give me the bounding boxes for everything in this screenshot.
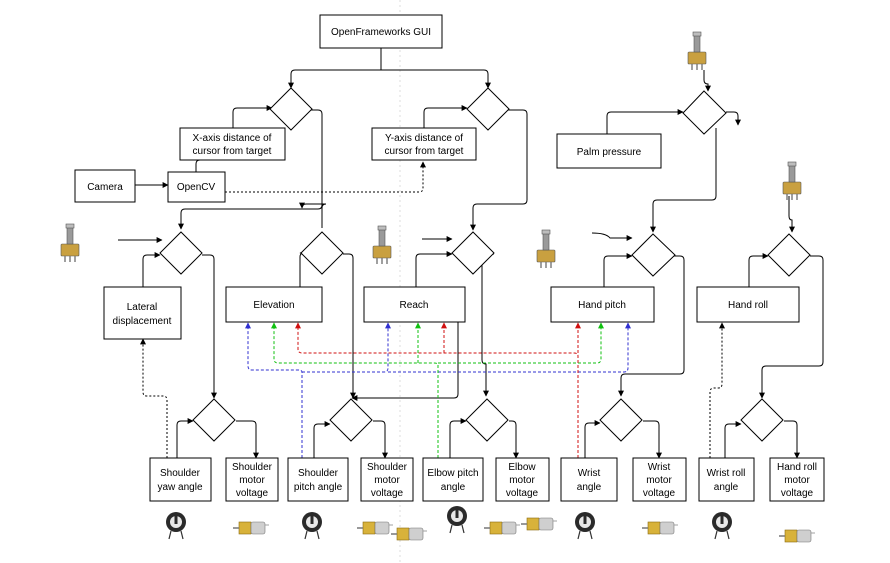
node-emv-line3: voltage	[506, 488, 539, 499]
node-hand-pitch: Hand pitch	[550, 286, 655, 323]
servo-pot-icon	[301, 511, 323, 540]
node-elbow-pitch-line1: Elbow pitch	[427, 468, 478, 479]
servo-pot-icon	[446, 505, 468, 534]
node-gui: OpenFrameworks GUI	[319, 14, 443, 49]
node-hand-roll: Hand roll	[696, 286, 800, 323]
node-wmv-line3: voltage	[643, 488, 676, 499]
node-wrist-angle: Wrist angle	[560, 457, 618, 502]
diamond-shoulder-yaw	[192, 398, 236, 442]
node-lateral-line2: displacement	[113, 316, 172, 327]
node-hrmv-line1: Hand roll	[777, 462, 817, 473]
node-shoulder-motor-voltage-2: Shoulder motor voltage	[360, 457, 414, 502]
potentiometer-icon	[60, 223, 80, 263]
gear-motor-icon	[356, 521, 394, 535]
node-y-distance: Y-axis distance of cursor from target	[371, 127, 477, 161]
node-opencv-label: OpenCV	[177, 182, 216, 193]
potentiometer-icon	[782, 161, 802, 201]
node-hand-roll-motor-voltage: Hand roll motor voltage	[769, 457, 825, 502]
node-shoulder-yaw-line1: Shoulder	[160, 468, 201, 479]
node-shoulder-motor-voltage-1: Shoulder motor voltage	[225, 457, 279, 502]
diamond-palm	[682, 90, 727, 135]
node-palm-pressure: Palm pressure	[556, 133, 662, 169]
diamond-elbow	[465, 398, 509, 442]
node-shoulder-pitch: Shoulder pitch angle	[287, 457, 349, 502]
node-wrist-roll: Wrist roll angle	[698, 457, 755, 502]
servo-pot-icon	[711, 511, 733, 540]
node-wrist-roll-line2: angle	[714, 482, 739, 493]
diamond-wrist-roll	[740, 398, 784, 442]
node-camera-label: Camera	[87, 182, 123, 193]
node-x-distance: X-axis distance of cursor from target	[179, 127, 286, 161]
node-elevation-label: Elevation	[253, 300, 294, 311]
node-opencv: OpenCV	[167, 171, 226, 203]
node-reach: Reach	[363, 286, 466, 323]
node-hand-pitch-label: Hand pitch	[578, 300, 626, 311]
node-wmv-line1: Wrist	[648, 462, 671, 473]
connectors	[118, 48, 824, 459]
node-gui-label: OpenFrameworks GUI	[331, 27, 431, 38]
node-shoulder-pitch-line1: Shoulder	[298, 468, 339, 479]
node-x-distance-line1: X-axis distance of	[193, 133, 272, 144]
diamond-reach	[451, 231, 495, 275]
node-x-distance-line2: cursor from target	[193, 146, 272, 157]
potentiometer-icon	[372, 225, 392, 265]
node-smv1-line2: motor	[239, 475, 265, 486]
node-shoulder-yaw: Shoulder yaw angle	[149, 457, 212, 502]
node-hrmv-line3: voltage	[781, 488, 814, 499]
diamond-wrist	[599, 398, 643, 442]
node-palm-pressure-label: Palm pressure	[577, 147, 642, 158]
node-smv2-line2: motor	[374, 475, 400, 486]
servo-pot-icon	[165, 511, 187, 540]
diamond-x	[269, 87, 313, 131]
node-lateral: Lateral displacement	[103, 286, 182, 340]
node-elbow-motor-voltage: Elbow motor voltage	[495, 457, 550, 502]
diamond-y	[466, 87, 510, 131]
diamond-lateral	[159, 231, 203, 275]
node-hrmv-line2: motor	[784, 475, 810, 486]
node-smv2-line3: voltage	[371, 488, 404, 499]
node-camera: Camera	[74, 169, 136, 203]
diamond-hand-roll	[767, 233, 811, 277]
node-wrist-angle-line1: Wrist	[578, 468, 601, 479]
node-reach-label: Reach	[400, 300, 429, 311]
diamond-hand-pitch	[631, 233, 676, 277]
gear-motor-icon	[778, 529, 816, 543]
node-emv-line2: motor	[509, 475, 535, 486]
node-emv-line1: Elbow	[508, 462, 536, 473]
diamond-shoulder-pitch	[329, 398, 373, 442]
node-elbow-pitch-line2: angle	[441, 482, 466, 493]
gear-motor-icon	[520, 517, 558, 531]
node-wrist-roll-line1: Wrist roll	[707, 468, 746, 479]
gear-motor-icon	[390, 527, 428, 541]
node-smv1-line1: Shoulder	[232, 462, 273, 473]
potentiometer-icon	[687, 31, 707, 71]
node-elbow-pitch: Elbow pitch angle	[422, 457, 484, 502]
node-shoulder-pitch-line2: pitch angle	[294, 482, 343, 493]
node-elevation: Elevation	[225, 286, 323, 323]
gear-motor-icon	[483, 521, 521, 535]
node-wrist-motor-voltage: Wrist motor voltage	[632, 457, 687, 502]
node-wmv-line2: motor	[646, 475, 672, 486]
node-shoulder-yaw-line2: yaw angle	[157, 482, 202, 493]
node-hand-roll-label: Hand roll	[728, 300, 768, 311]
decision-diamonds	[159, 87, 811, 442]
node-y-distance-line2: cursor from target	[385, 146, 464, 157]
gear-motor-icon	[641, 521, 679, 535]
potentiometer-icon	[536, 229, 556, 269]
node-y-distance-line1: Y-axis distance of	[385, 133, 463, 144]
diamond-elevation	[300, 231, 344, 275]
node-smv2-line1: Shoulder	[367, 462, 408, 473]
node-lateral-line1: Lateral	[127, 302, 158, 313]
node-wrist-angle-line2: angle	[577, 482, 602, 493]
node-smv1-line3: voltage	[236, 488, 269, 499]
gear-motor-icon	[232, 521, 270, 535]
servo-pot-icon	[574, 511, 596, 540]
